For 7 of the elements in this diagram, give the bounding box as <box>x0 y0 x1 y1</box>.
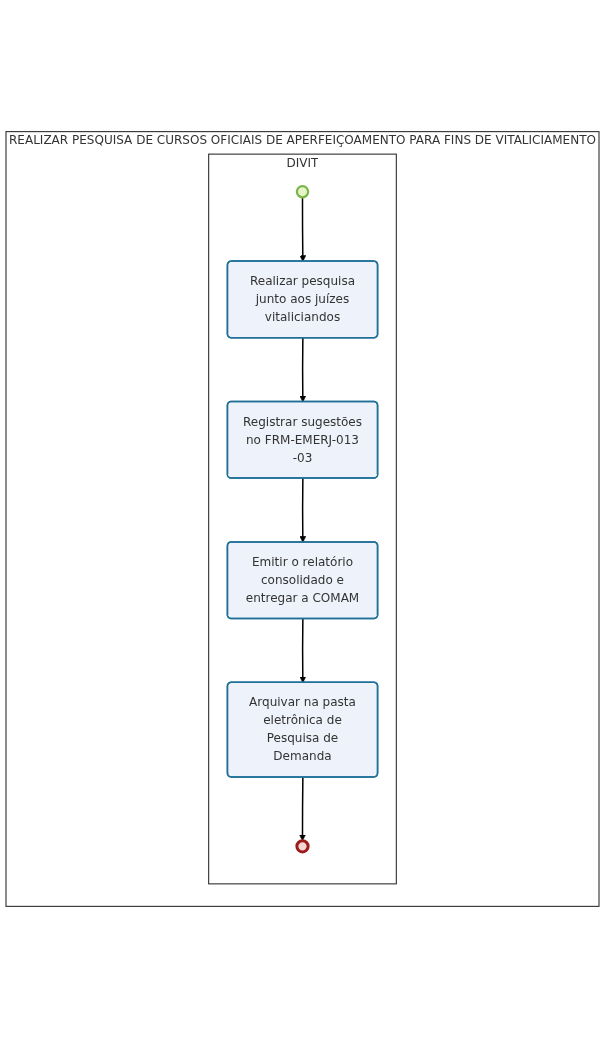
arrow <box>299 196 307 262</box>
arrow <box>299 477 307 543</box>
node-circle <box>295 839 310 854</box>
arrow <box>299 776 306 841</box>
node-circle <box>295 184 310 199</box>
arrow <box>299 618 307 683</box>
arrow <box>299 337 307 403</box>
